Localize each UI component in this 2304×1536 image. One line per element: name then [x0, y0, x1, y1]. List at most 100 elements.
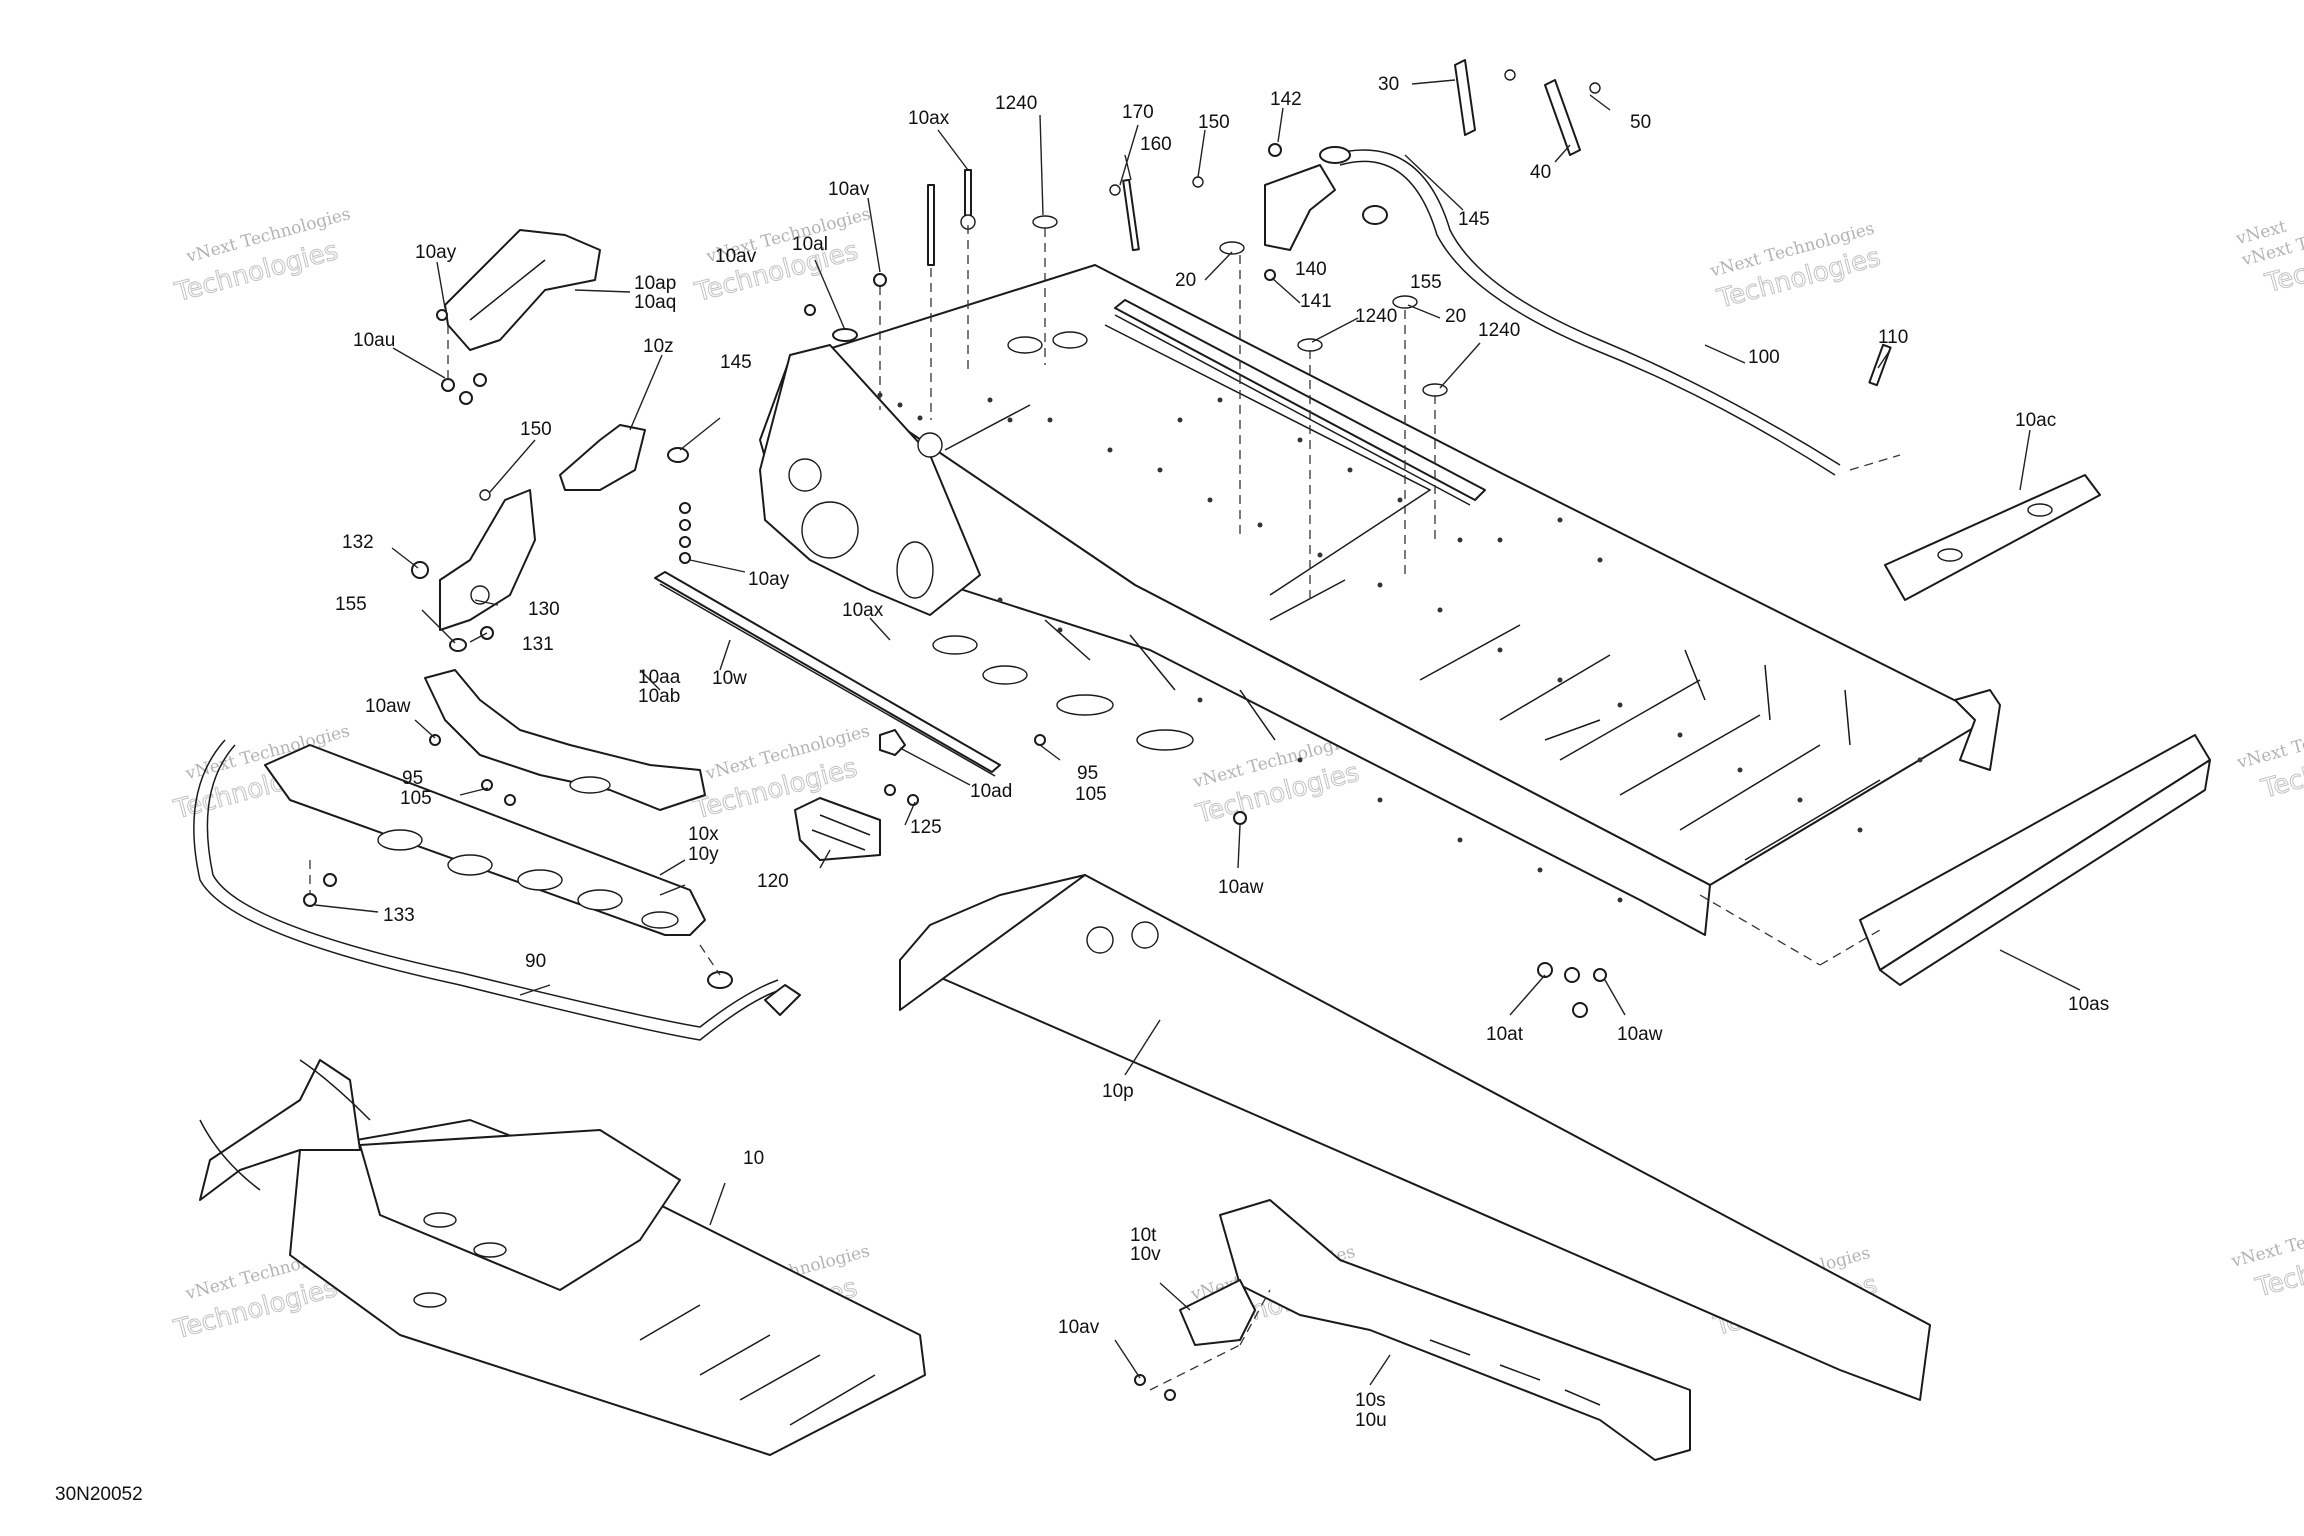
part-10aw-bolt: [1233, 811, 1247, 825]
assembled-tunnel-overview: [199, 1059, 926, 1456]
part-10at-bolt: [1564, 967, 1580, 983]
board-cutout: [517, 869, 563, 891]
part-150-rivet: [1192, 176, 1204, 188]
part-133-bolt: [323, 873, 337, 887]
part-105-rivet: [504, 794, 516, 806]
assembly-line: [1699, 894, 1821, 966]
part-155-plug: [1362, 205, 1388, 225]
callout-10s: 10s: [1355, 1390, 1386, 1411]
callout-10ab: 10ab: [638, 686, 680, 707]
callout-150-top: 150: [1198, 112, 1230, 133]
callout-10v: 10v: [1130, 1244, 1161, 1265]
callout-labels: 30 50 40 142 145 150 170 160 1240 10ax 1…: [335, 74, 2109, 1431]
bracket-hole: [569, 776, 611, 794]
callout-155-left: 155: [335, 594, 367, 615]
part-10ap-bracket: [444, 229, 601, 351]
leader-line: [1124, 154, 1132, 181]
part-10x-running-board: [264, 744, 706, 936]
overview-cutout: [423, 1212, 457, 1228]
leader-line: [719, 639, 731, 671]
reinforcement-slots: [1429, 1339, 1601, 1406]
callout-10aw-right: 10aw: [1617, 1024, 1663, 1045]
part-130-bracket: [439, 489, 536, 631]
part-20-washer: [1392, 295, 1418, 309]
part-150-rivet: [479, 489, 491, 501]
callout-20-right: 20: [1445, 306, 1466, 327]
callout-131: 131: [522, 634, 554, 655]
callout-10as: 10as: [2068, 994, 2109, 1015]
leader-line: [709, 1182, 726, 1226]
tunnel-center-rail: [1114, 299, 1486, 501]
callout-105-left: 105: [400, 788, 432, 809]
leader-line: [574, 289, 631, 293]
running-board-cutouts: [377, 829, 679, 929]
part-145-plug: [667, 447, 689, 463]
leader-line: [1439, 342, 1481, 389]
callout-105-mid: 105: [1075, 784, 1107, 805]
overview-slot: [739, 1354, 821, 1401]
tunnel-slot: [944, 404, 1031, 451]
callout-160: 160: [1140, 134, 1172, 155]
tunnel-slot: [1559, 679, 1701, 761]
tunnel-brace: [1129, 634, 1176, 691]
assembly-line: [699, 944, 721, 976]
leader-line: [469, 632, 488, 643]
callout-90: 90: [525, 951, 546, 972]
tunnel-slot: [1684, 649, 1706, 701]
part-10at-bolt: [1537, 962, 1553, 978]
callout-1240-top: 1240: [995, 93, 1037, 114]
callout-30: 30: [1378, 74, 1399, 95]
part-120-step-bracket: [794, 797, 881, 861]
part-10w-rail: [654, 571, 1001, 773]
heat-exchanger-port: [1131, 921, 1159, 949]
callout-10ac: 10ac: [2015, 410, 2056, 431]
part-10au-nut: [459, 391, 473, 405]
leader-line: [459, 787, 489, 796]
leader-line: [629, 354, 663, 431]
callout-10at: 10at: [1486, 1024, 1524, 1045]
leader-line: [436, 261, 446, 309]
part-10aw-bolt: [429, 734, 441, 746]
main-tunnel-part: [759, 264, 2001, 936]
callout-40: 40: [1530, 162, 1551, 183]
leader-line: [1877, 349, 1891, 369]
tunnel-slot: [1499, 654, 1611, 721]
tunnel-slot: [1619, 714, 1761, 796]
part-90-endcap: [707, 971, 733, 989]
callout-145-top: 145: [1458, 209, 1490, 230]
callout-10av-bottom: 10av: [1058, 1317, 1100, 1338]
tunnel-slots: [944, 404, 1881, 861]
part-10ay-bolt: [436, 309, 448, 321]
brace-hole: [2027, 503, 2053, 517]
leader-line: [1369, 1354, 1391, 1386]
part-95-rivet: [1034, 734, 1046, 746]
leader-line: [819, 849, 831, 869]
tunnel-brace: [1044, 619, 1091, 661]
overview-hoop-tube: [199, 1119, 261, 1191]
board-cutout: [447, 854, 493, 876]
part-160-pin: [1122, 178, 1140, 252]
tunnel-rivets: [877, 392, 1923, 903]
tunnel-slot: [1764, 664, 1771, 721]
part-10ac-brace: [1884, 474, 2101, 601]
part-10ay-nut: [679, 536, 691, 548]
leader-line: [392, 347, 446, 379]
tunnel-deck-hole: [1052, 331, 1088, 349]
overview-front-hoop: [199, 1059, 361, 1201]
bracket-edge: [469, 259, 546, 321]
callout-120: 120: [757, 871, 789, 892]
callout-10: 10: [743, 1148, 764, 1169]
part-125-rivet: [907, 794, 919, 806]
callout-10au: 10au: [353, 330, 395, 351]
leader-line: [1311, 317, 1359, 343]
tunnel-slot: [1269, 579, 1346, 621]
assembly-line: [1239, 1289, 1271, 1346]
bolt-10ax: [927, 184, 935, 266]
callout-155-right: 155: [1410, 272, 1442, 293]
leader-line: [421, 609, 456, 644]
leader-line: [1277, 107, 1284, 143]
callout-10x: 10x: [688, 824, 719, 845]
leader-line: [489, 439, 536, 493]
overview-hoop-tube: [299, 1059, 371, 1121]
tunnel-slot: [1419, 624, 1521, 681]
